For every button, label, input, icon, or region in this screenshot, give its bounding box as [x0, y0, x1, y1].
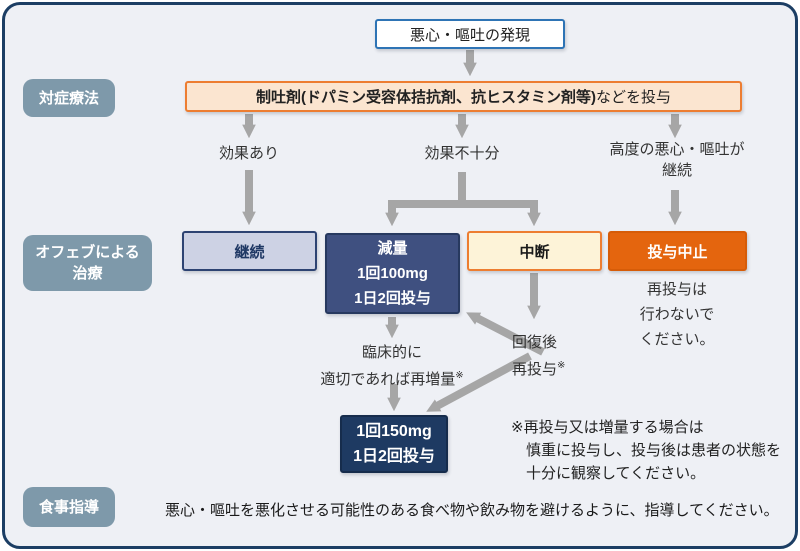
caution-note-line: 慎重に投与し、投与後は患者の状態を	[526, 442, 782, 459]
row-label-ofev-text: オフェブによる 治療	[35, 244, 140, 282]
reference-mark: ※	[557, 360, 566, 371]
reduce-dose-box: 減量 1回100mg 1日2回投与	[325, 233, 460, 314]
reincrease-text: 臨床的に 適切であれば再増量	[320, 344, 456, 388]
readminister-after-recovery-note: 回復後 再投与※	[512, 331, 565, 381]
branch-effective: 効果あり	[218, 145, 279, 162]
branch-severe: 高度の悪心・嘔吐が 継続	[609, 141, 745, 179]
row-label-ofev-treatment: オフェブによる 治療	[23, 235, 152, 291]
antiemetic-box: 制吐剤(ドパミン受容体拮抗剤、抗ヒスタミン剤等)などを投与	[185, 81, 742, 112]
antiemetic-text: 制吐剤(ドパミン受容体拮抗剤、抗ヒスタミン剤等)などを投与	[256, 86, 671, 107]
dose-150-box: 1回150mg 1日2回投与	[340, 415, 448, 473]
antiemetic-bold-text: 制吐剤(ドパミン受容体拮抗剤、抗ヒスタミン剤等)	[255, 89, 596, 106]
discontinue-label: 投与中止	[647, 243, 708, 261]
row-label-dietary-guidance: 食事指導	[23, 487, 115, 527]
reduce-dose-label: 減量 1回100mg 1日2回投与	[354, 240, 431, 307]
row-label-diet-text: 食事指導	[38, 498, 99, 516]
start-box: 悪心・嘔吐の発現	[375, 19, 565, 49]
antiemetic-rest-text: などを投与	[595, 89, 671, 106]
no-readministration-note: 再投与は 行わないで ください。	[639, 281, 715, 348]
continue-label: 継続	[234, 243, 265, 261]
row-label-symptomatic-therapy: 対症療法	[23, 79, 115, 117]
reincrease-note: 臨床的に 適切であれば再増量※	[297, 341, 487, 391]
start-label: 悪心・嘔吐の発現	[409, 26, 530, 44]
continue-box: 継続	[182, 231, 317, 271]
caution-note: ※再投与又は増量する場合は 慎重に投与し、投与後は患者の状態を 十分に観察してく…	[511, 416, 796, 485]
interrupt-label: 中断	[519, 243, 550, 261]
reference-mark: ※	[455, 370, 464, 381]
readminister-text: 回復後 再投与	[512, 334, 558, 378]
caution-note-line: ※再投与又は増量する場合は	[511, 419, 704, 436]
dose-150-label: 1回150mg 1日2回投与	[353, 423, 435, 465]
caution-note-line: 十分に観察してください。	[526, 465, 706, 482]
branch-insufficient: 効果不十分	[424, 145, 500, 162]
discontinue-box: 投与中止	[608, 231, 747, 271]
row-label-symptomatic-text: 対症療法	[38, 89, 99, 107]
dietary-guidance-text: 悪心・嘔吐を悪化させる可能性のある食べ物や飲み物を避けるように、指導してください…	[165, 502, 779, 519]
interrupt-box: 中断	[467, 231, 602, 271]
